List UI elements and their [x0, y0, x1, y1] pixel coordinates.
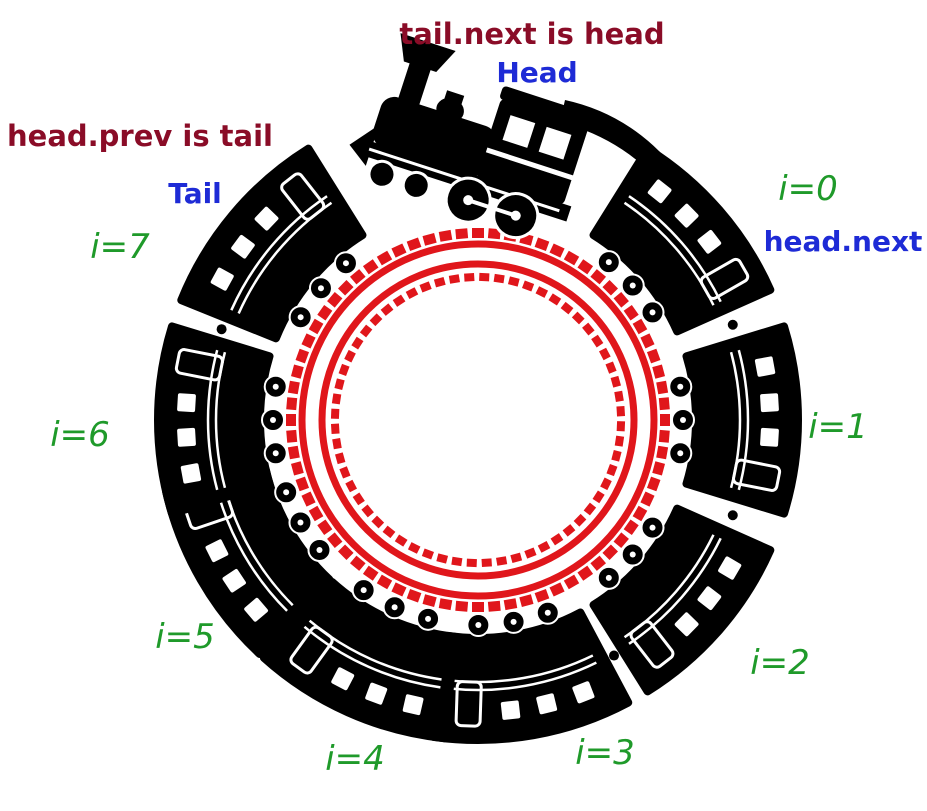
index-label-5: i=5 — [155, 617, 215, 657]
train-car-1 — [668, 322, 802, 521]
locomotive-icon — [349, 33, 596, 240]
train-car-6 — [154, 322, 288, 518]
index-label-2: i=2 — [750, 643, 810, 683]
train-car-3 — [429, 600, 633, 744]
train-cars — [154, 144, 802, 744]
head-prev-is-tail-label: head.prev is tail — [7, 119, 273, 153]
index-label-4: i=4 — [325, 739, 385, 779]
index-label-7: i=7 — [90, 227, 150, 267]
head-label: Head — [496, 56, 577, 89]
index-label-0: i=0 — [778, 169, 838, 209]
index-label-1: i=1 — [808, 407, 868, 447]
tail-label: Tail — [168, 177, 222, 210]
tail-next-is-head-label: tail.next is head — [399, 17, 664, 51]
tender-icon — [560, 100, 660, 170]
train-car-4 — [259, 578, 460, 743]
train-car-2 — [589, 504, 775, 696]
index-label-3: i=3 — [575, 733, 635, 773]
railway-track — [286, 228, 670, 612]
train-car-7 — [177, 144, 367, 343]
head-next-label: head.next — [764, 225, 923, 258]
index-label-6: i=6 — [50, 415, 110, 455]
train-car-0 — [589, 144, 775, 336]
